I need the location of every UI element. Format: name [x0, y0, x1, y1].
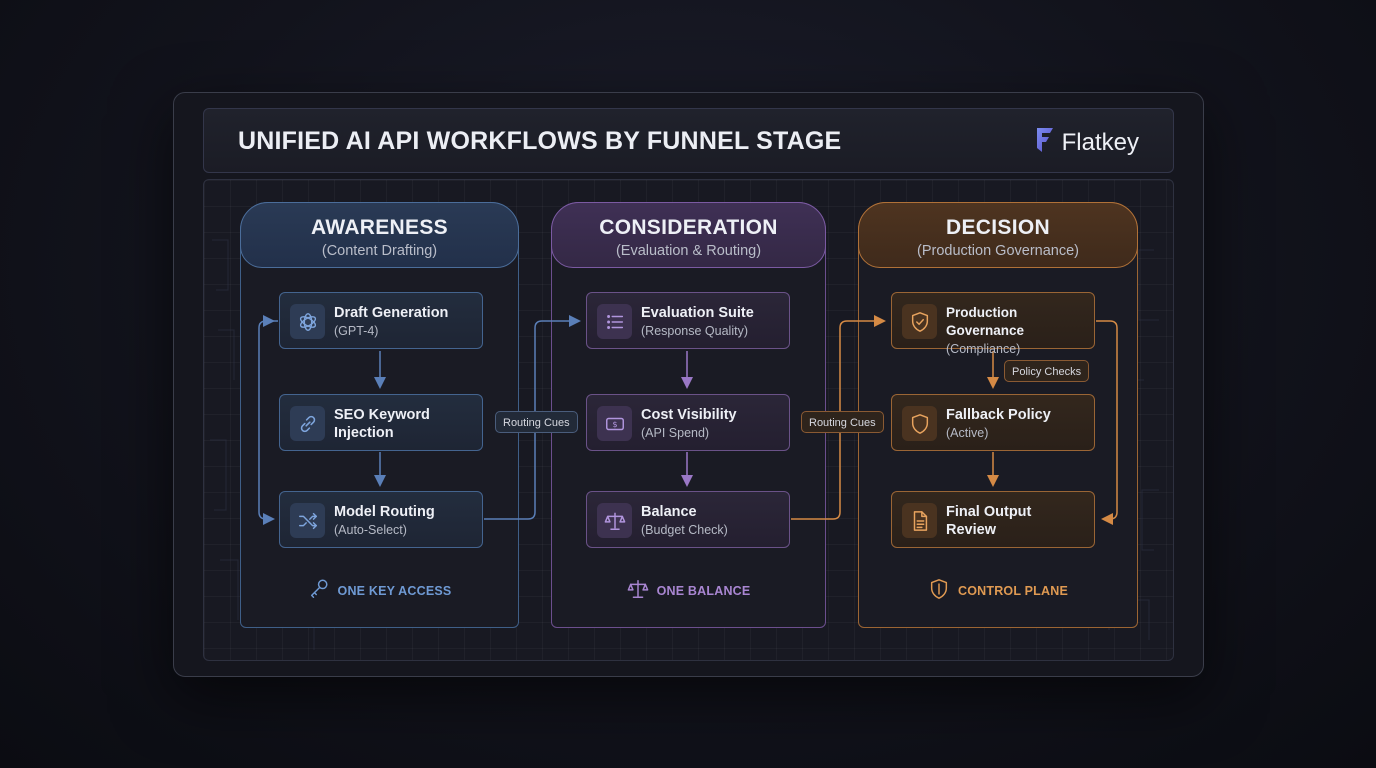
footer-one-key-access: ONE KEY ACCESS [241, 578, 518, 603]
card-seo-keyword-injection[interactable]: SEO Keyword Injection [279, 394, 483, 451]
routing-cues-label: Routing Cues [495, 411, 578, 433]
key-icon [308, 578, 330, 603]
column-title: AWARENESS [311, 216, 448, 239]
list-icon [597, 304, 632, 339]
card-subtitle: (Auto-Select) [334, 523, 407, 537]
card-subtitle: (Response Quality) [641, 324, 748, 338]
card-cost-visibility[interactable]: $ Cost Visibility (API Spend) [586, 394, 790, 451]
footer-label-text: ONE KEY ACCESS [337, 583, 452, 598]
page-title: UNIFIED AI API WORKFLOWS BY FUNNEL STAGE [238, 127, 842, 155]
column-title: DECISION [946, 216, 1050, 239]
card-model-routing[interactable]: Model Routing (Auto-Select) [279, 491, 483, 548]
shield-icon [902, 406, 937, 441]
card-title: Model Routing [334, 504, 435, 520]
footer-label-text: CONTROL PLANE [957, 583, 1068, 598]
card-balance[interactable]: Balance (Budget Check) [586, 491, 790, 548]
dollar-icon: $ [597, 406, 632, 441]
footer-label-text: ONE BALANCE [656, 583, 751, 598]
brand: Flatkey [1034, 126, 1139, 159]
card-title: Cost Visibility [641, 407, 737, 423]
card-title: SEO Keyword Injection [334, 407, 430, 441]
card-title: Evaluation Suite [641, 305, 754, 321]
column-title: CONSIDERATION [599, 216, 778, 239]
card-subtitle: (API Spend) [641, 426, 710, 440]
flatkey-logo-icon [1034, 126, 1056, 159]
openai-icon [290, 304, 325, 339]
scale-icon [627, 578, 649, 603]
card-subtitle: (GPT-4) [334, 324, 379, 338]
policy-checks-label: Policy Checks [1004, 360, 1090, 382]
card-fallback-policy[interactable]: Fallback Policy (Active) [891, 394, 1095, 451]
card-draft-generation[interactable]: Draft Generation (GPT-4) [279, 292, 483, 349]
card-title: Fallback Policy [946, 407, 1051, 423]
svg-text:$: $ [612, 419, 617, 429]
column-subtitle: (Evaluation & Routing) [615, 243, 762, 259]
link-icon [290, 406, 325, 441]
shield-icon [928, 578, 950, 603]
card-evaluation-suite[interactable]: Evaluation Suite (Response Quality) [586, 292, 790, 349]
scale-icon [597, 503, 632, 538]
routing-cues-label: Routing Cues [801, 411, 884, 433]
shuffle-icon [290, 503, 325, 538]
footer-one-balance: ONE BALANCE [552, 578, 825, 603]
footer-control-plane: CONTROL PLANE [859, 578, 1137, 603]
card-subtitle: (Budget Check) [641, 523, 728, 537]
document-icon [902, 503, 937, 538]
card-final-output-review[interactable]: Final Output Review [891, 491, 1095, 548]
card-title: Balance [641, 504, 697, 520]
shield-check-icon [902, 304, 937, 339]
card-title: Production Governance [946, 305, 1025, 338]
card-subtitle: (Compliance) [946, 342, 1021, 356]
card-title: Draft Generation [334, 305, 449, 321]
card-production-governance[interactable]: Production Governance (Compliance) [891, 292, 1095, 356]
column-header-awareness: AWARENESS (Content Drafting) [240, 202, 519, 268]
column-subtitle: (Content Drafting) [321, 243, 438, 259]
column-subtitle: (Production Governance) [917, 243, 1079, 259]
card-title: Final Output Review [946, 504, 1032, 538]
header-bar: UNIFIED AI API WORKFLOWS BY FUNNEL STAGE… [203, 108, 1174, 173]
brand-name: Flatkey [1061, 128, 1139, 156]
card-subtitle: (Active) [946, 426, 989, 440]
column-header-decision: DECISION (Production Governance) [858, 202, 1138, 268]
column-header-consideration: CONSIDERATION (Evaluation & Routing) [551, 202, 826, 268]
